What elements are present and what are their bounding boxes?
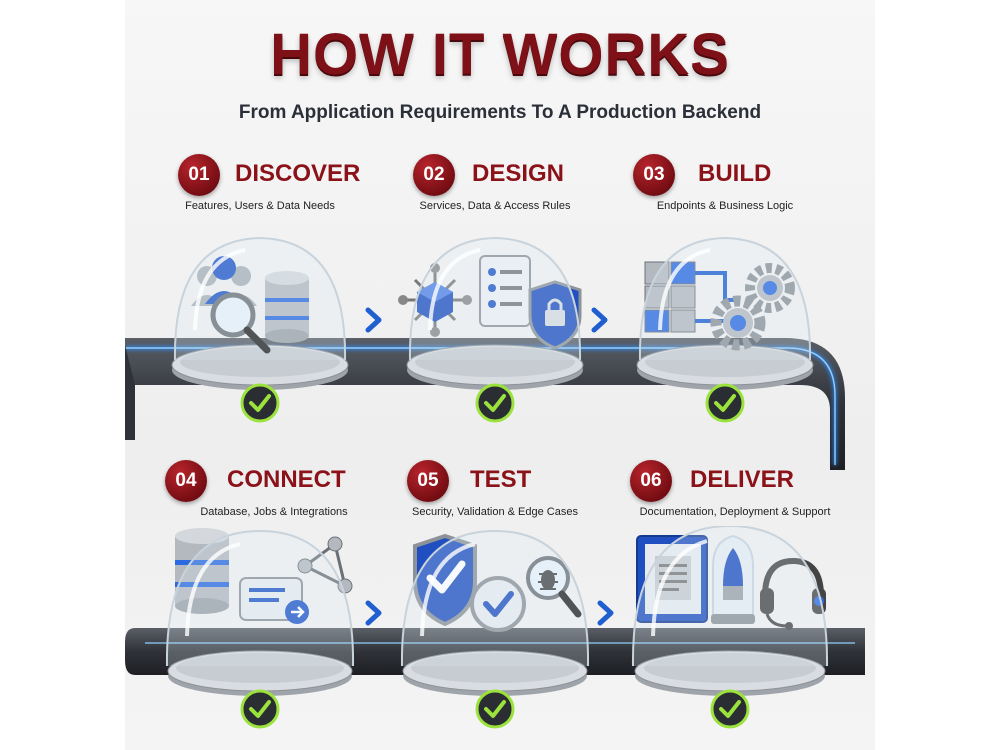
- step-title: BUILD: [698, 160, 772, 187]
- check-badge-icon: [705, 383, 745, 423]
- next-arrow-icon: [365, 600, 382, 626]
- step-deliver: 06 DELIVER Documentation, Deployment & S…: [615, 456, 845, 729]
- step-number-badge: 05: [407, 460, 449, 502]
- step-header: 01 DISCOVER Features, Users & Data Needs: [145, 150, 375, 220]
- step-number-badge: 06: [630, 460, 672, 502]
- page-subtitle: From Application Requirements To A Produ…: [238, 102, 762, 123]
- step-title: DISCOVER: [235, 160, 361, 187]
- step-design: 02 DESIGN Services, Data & Access Rules: [380, 150, 610, 423]
- infographic: HOW IT WORKS From Application Requiremen…: [125, 0, 875, 750]
- glass-dome: [631, 526, 829, 696]
- step-title: DESIGN: [472, 160, 565, 187]
- step-connect: 04 CONNECT Database, Jobs & Integrations: [145, 456, 375, 729]
- step-description: Documentation, Deployment & Support: [639, 506, 831, 518]
- step-description: Security, Validation & Edge Cases: [412, 506, 578, 518]
- step-build: 03 BUILD Endpoints & Business Logic: [610, 150, 840, 423]
- step-header: 02 DESIGN Services, Data & Access Rules: [380, 150, 610, 220]
- step-discover: 01 DISCOVER Features, Users & Data Needs: [145, 150, 375, 423]
- glass-dome: [398, 236, 584, 390]
- checklist-icon: [479, 255, 531, 327]
- step-description: Features, Users & Data Needs: [185, 200, 335, 212]
- page-title: HOW IT WORKS: [270, 22, 730, 87]
- step-description: Database, Jobs & Integrations: [200, 506, 348, 518]
- glass-dome: [171, 236, 349, 390]
- step-header: 03 BUILD Endpoints & Business Logic: [610, 150, 840, 220]
- rocket-icon: [711, 534, 755, 624]
- step-title: TEST: [470, 466, 532, 493]
- glass-dome: [400, 529, 590, 696]
- blocks-icon: [644, 261, 740, 333]
- step-description: Services, Data & Access Rules: [419, 200, 571, 212]
- gears-icon: [710, 263, 795, 351]
- step-title: CONNECT: [227, 466, 346, 493]
- shield-lock-icon: [528, 280, 582, 350]
- step-test: 05 TEST Security, Validation & Edge Case…: [380, 456, 610, 729]
- check-circle-icon: [470, 576, 526, 632]
- glass-dome: [636, 236, 814, 390]
- card-arrow-icon: [239, 577, 309, 624]
- check-badge-icon: [240, 383, 280, 423]
- step-title: DELIVER: [690, 466, 795, 493]
- step-header: 05 TEST Security, Validation & Edge Case…: [380, 456, 610, 526]
- check-badge-icon: [240, 689, 280, 729]
- next-arrow-icon: [591, 307, 608, 333]
- network-icon: [297, 536, 353, 594]
- check-badge-icon: [710, 689, 750, 729]
- next-arrow-icon: [597, 600, 614, 626]
- step-number-badge: 04: [165, 460, 207, 502]
- book-icon: [636, 535, 708, 623]
- bug-search-icon: [526, 556, 582, 618]
- step-number-badge: 03: [633, 154, 675, 196]
- step-number-badge: 02: [413, 154, 455, 196]
- step-header: 04 CONNECT Database, Jobs & Integrations: [145, 456, 375, 526]
- step-number-badge: 01: [178, 154, 220, 196]
- step-header: 06 DELIVER Documentation, Deployment & S…: [615, 456, 845, 526]
- step-description: Endpoints & Business Logic: [656, 200, 794, 212]
- check-badge-icon: [475, 383, 515, 423]
- magnifier-icon: [210, 292, 271, 354]
- database-icon: [265, 271, 309, 343]
- next-arrow-icon: [365, 307, 382, 333]
- check-badge-icon: [475, 689, 515, 729]
- glass-dome: [165, 528, 355, 696]
